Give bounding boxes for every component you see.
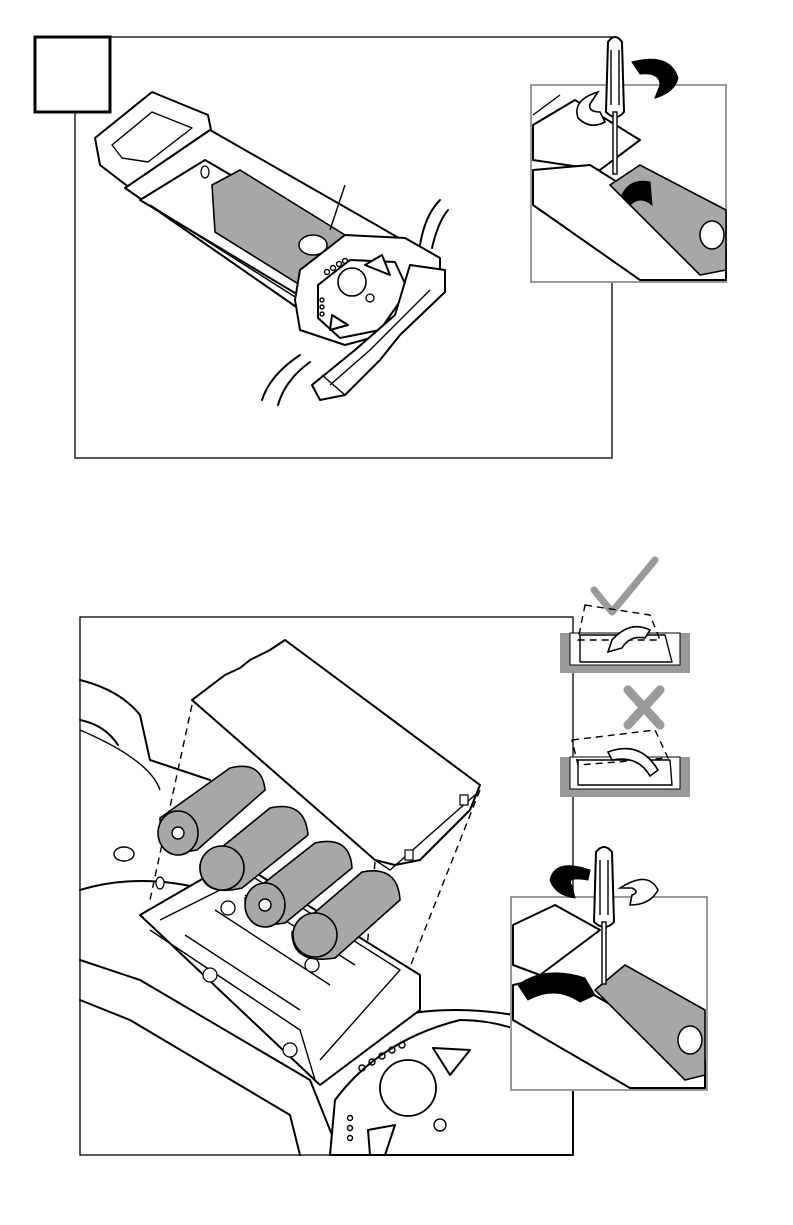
hint-correct: [560, 560, 690, 673]
hint-incorrect: [560, 690, 690, 797]
spring-contact: [221, 901, 235, 915]
handle-hole: [201, 166, 209, 178]
spring-contact: [283, 1043, 297, 1057]
step-badge: [35, 37, 110, 112]
check-icon: [594, 560, 655, 612]
spring-contact: [203, 968, 217, 982]
center-button: [338, 268, 366, 296]
spring-contact: [305, 958, 319, 972]
cross-icon: [628, 690, 660, 725]
small-knob: [366, 294, 374, 302]
panel-insert-batteries: [80, 617, 573, 1155]
panel-remove-cover: [35, 37, 612, 458]
